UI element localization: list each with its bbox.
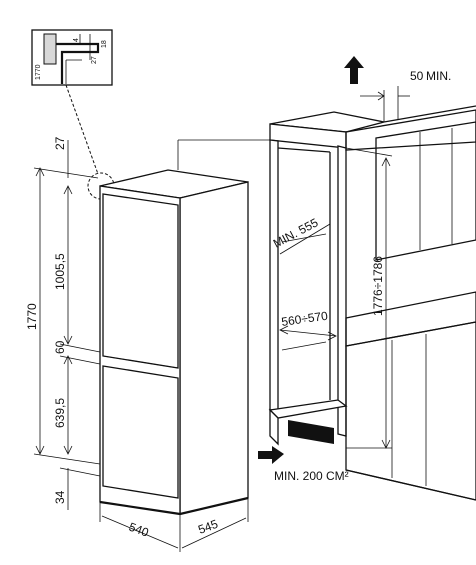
dim-height-range: 1776÷1786 <box>371 256 385 316</box>
dim-vent-gap: 50 <box>410 69 424 83</box>
kitchen-units <box>345 105 476 501</box>
wall-cabinet <box>375 121 476 261</box>
dim-width: 540 <box>127 520 151 540</box>
cabinet-floor <box>268 399 348 419</box>
fridge-front <box>99 185 181 515</box>
inset-dim-gap: 4 <box>73 38 80 42</box>
fridge-height-dimensions <box>33 140 101 510</box>
dim-lower-door: 639,5 <box>53 398 67 428</box>
inset-dim-height: 1770 <box>35 64 42 80</box>
detail-leader-line <box>65 84 99 175</box>
base-cabinet <box>345 321 476 501</box>
inset-profile <box>56 42 100 84</box>
dim-top-gap: 27 <box>53 136 67 150</box>
inset-fridge-corner <box>65 59 82 84</box>
detail-inset: 1770 4 27 18 <box>31 29 113 86</box>
dim-total-height: 1770 <box>25 303 39 330</box>
inset-dim-side: 18 <box>101 40 108 48</box>
cabinet-right-panel <box>337 145 347 437</box>
inset-cabinet-section <box>43 33 57 65</box>
inset-dim-top: 27 <box>91 56 98 64</box>
fridge-base-dimensions <box>99 498 249 552</box>
vent-area-label: MIN. 200 CM² <box>274 469 349 483</box>
cabinet-left-panel <box>269 139 279 411</box>
dim-vent-gap-suffix: MIN. <box>426 69 451 83</box>
dim-upper-door: 1005,5 <box>53 253 67 290</box>
dim-bottom: 34 <box>53 490 67 504</box>
cabinet-dimensions <box>279 86 410 449</box>
fridge-lower-door <box>102 365 179 499</box>
dim-door-gap: 60 <box>53 340 67 354</box>
dim-width-range: 560÷570 <box>280 309 328 329</box>
cabinet-niche <box>177 111 385 446</box>
fridge-body <box>99 169 249 516</box>
worktop <box>345 291 476 347</box>
vent-grille <box>288 420 334 444</box>
arrow-right-icon <box>258 446 284 464</box>
fridge-side <box>179 181 249 515</box>
dim-depth: 545 <box>196 517 220 537</box>
arrow-up-icon <box>344 56 364 84</box>
